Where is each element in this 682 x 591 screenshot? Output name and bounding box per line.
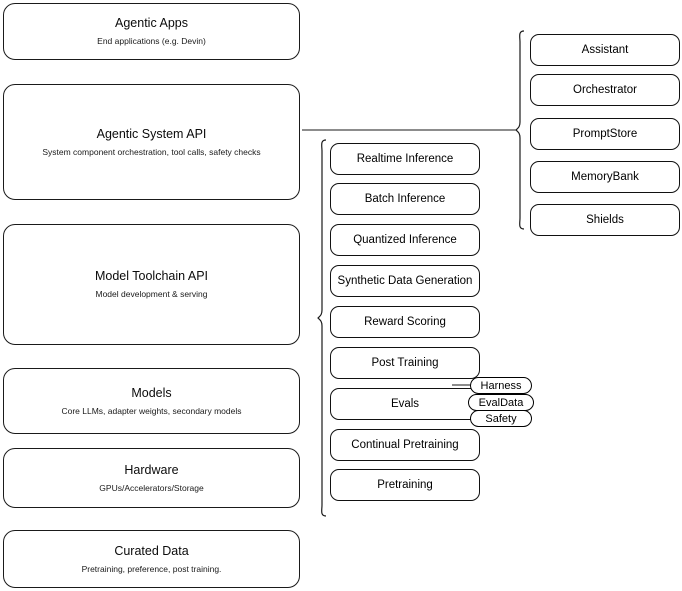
- layer-curated-data[interactable]: Curated Data Pretraining, preference, po…: [3, 530, 300, 588]
- layer-title: Curated Data: [114, 543, 189, 558]
- eval-badge-label: Harness: [480, 379, 522, 392]
- layer-title: Agentic System API: [96, 126, 207, 141]
- component-assistant[interactable]: Assistant: [530, 34, 680, 66]
- component-label: Shields: [586, 214, 624, 226]
- capability-label: Post Training: [371, 357, 439, 369]
- layer-subtitle: Core LLMs, adapter weights, secondary mo…: [61, 405, 242, 416]
- layer-subtitle: GPUs/Accelerators/Storage: [99, 482, 204, 493]
- layer-subtitle: End applications (e.g. Devin): [97, 36, 206, 46]
- capability-label: Continual Pretraining: [351, 439, 459, 451]
- capability-batch-inference[interactable]: Batch Inference: [330, 183, 480, 215]
- capability-label: Quantized Inference: [353, 234, 457, 246]
- component-label: Orchestrator: [573, 84, 637, 96]
- component-promptstore[interactable]: PromptStore: [530, 118, 680, 150]
- layer-model-toolchain-api[interactable]: Model Toolchain API Model development & …: [3, 224, 300, 345]
- capability-label: Evals: [390, 398, 420, 410]
- component-label: Assistant: [581, 44, 629, 56]
- component-label: MemoryBank: [571, 171, 639, 183]
- layer-models[interactable]: Models Core LLMs, adapter weights, secon…: [3, 368, 300, 434]
- capability-label: Pretraining: [377, 479, 433, 491]
- capability-label: Realtime Inference: [356, 153, 454, 165]
- capability-synthetic-data-generation[interactable]: Synthetic Data Generation: [330, 265, 480, 297]
- brace-system-components: [515, 30, 525, 230]
- layer-title: Agentic Apps: [115, 16, 188, 31]
- capability-label: Batch Inference: [364, 193, 446, 205]
- component-shields[interactable]: Shields: [530, 204, 680, 236]
- capability-label: Synthetic Data Generation: [337, 275, 473, 287]
- capability-realtime-inference[interactable]: Realtime Inference: [330, 143, 480, 175]
- eval-badge-harness[interactable]: Harness: [470, 377, 532, 394]
- eval-badge-evaldata[interactable]: EvalData: [468, 394, 534, 411]
- component-memorybank[interactable]: MemoryBank: [530, 161, 680, 193]
- capability-post-training[interactable]: Post Training: [330, 347, 480, 379]
- component-orchestrator[interactable]: Orchestrator: [530, 74, 680, 106]
- layer-subtitle: Pretraining, preference, post training.: [81, 563, 222, 574]
- brace-toolchain-capabilities: [317, 139, 327, 517]
- layer-hardware[interactable]: Hardware GPUs/Accelerators/Storage: [3, 448, 300, 508]
- capability-quantized-inference[interactable]: Quantized Inference: [330, 224, 480, 256]
- capability-continual-pretraining[interactable]: Continual Pretraining: [330, 429, 480, 461]
- eval-badge-label: EvalData: [478, 396, 524, 409]
- layer-agentic-system-api[interactable]: Agentic System API System component orch…: [3, 84, 300, 200]
- eval-badge-label: Safety: [485, 412, 517, 425]
- capability-pretraining[interactable]: Pretraining: [330, 469, 480, 501]
- layer-title: Models: [131, 385, 172, 400]
- layer-agentic-apps[interactable]: Agentic Apps End applications (e.g. Devi…: [3, 3, 300, 60]
- capability-evals[interactable]: Evals: [330, 388, 480, 420]
- layer-title: Hardware: [124, 462, 179, 477]
- layer-title: Model Toolchain API: [94, 269, 209, 284]
- eval-badge-safety[interactable]: Safety: [470, 410, 532, 427]
- capability-reward-scoring[interactable]: Reward Scoring: [330, 306, 480, 338]
- component-label: PromptStore: [572, 128, 638, 140]
- layer-subtitle: System component orchestration, tool cal…: [42, 146, 261, 157]
- layer-subtitle: Model development & serving: [95, 289, 208, 299]
- capability-label: Reward Scoring: [364, 316, 446, 328]
